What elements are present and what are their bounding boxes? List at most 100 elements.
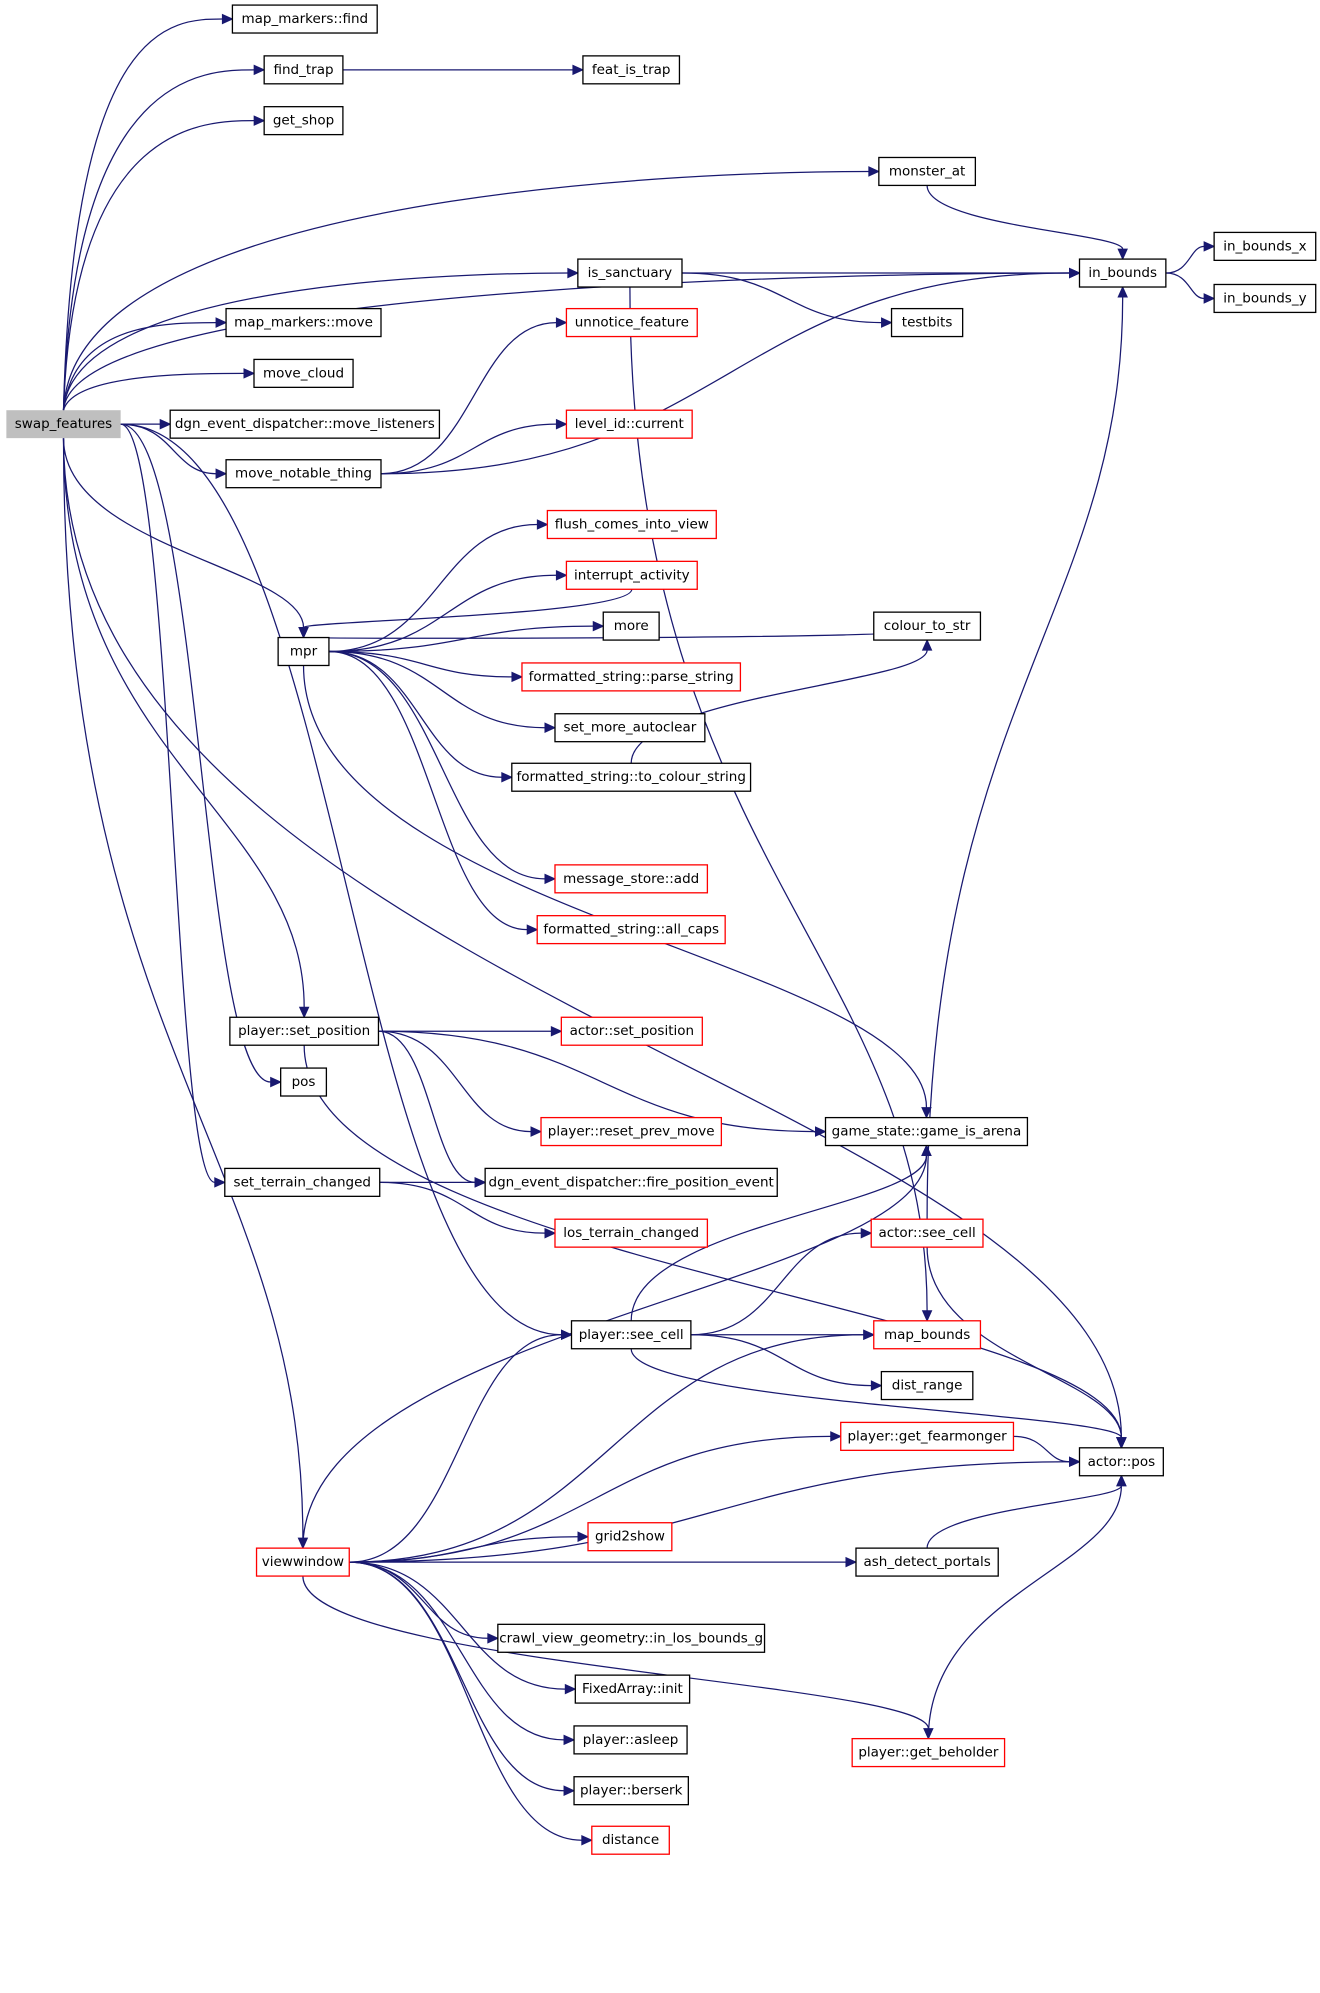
node-pos[interactable]: pos	[280, 1067, 328, 1097]
node-monster_at[interactable]: monster_at	[878, 156, 977, 187]
node-player_see_cell[interactable]: player::see_cell	[570, 1320, 692, 1350]
node-is_sanctuary[interactable]: is_sanctuary	[577, 258, 683, 288]
node-set_more_autoclear[interactable]: set_more_autoclear	[554, 713, 706, 743]
node-label: in_bounds_y	[1223, 290, 1306, 306]
node-reset_prev_move[interactable]: player::reset_prev_move	[540, 1116, 723, 1147]
edge-player_see_cell-to-actor_see_cell	[690, 1227, 873, 1336]
edge-mpr-to-interrupt_activity	[328, 570, 568, 653]
node-box	[570, 1320, 692, 1350]
edge-viewwindow-to-get_beholder	[302, 1576, 934, 1740]
node-actor_pos[interactable]: actor::pos	[1078, 1447, 1164, 1477]
node-box	[263, 55, 344, 85]
node-testbits[interactable]: testbits	[890, 307, 964, 338]
node-get_fearmonger[interactable]: player::get_fearmonger	[840, 1421, 1015, 1451]
node-label: feat_is_trap	[592, 62, 671, 78]
edge-get_beholder-to-actor_pos	[927, 1474, 1127, 1739]
node-ash_detect_portals[interactable]: ash_detect_portals	[855, 1547, 999, 1577]
node-map_markers_find[interactable]: map_markers::find	[231, 4, 378, 34]
node-swap_features[interactable]: swap_features	[6, 410, 121, 439]
node-interrupt_activity[interactable]: interrupt_activity	[565, 560, 698, 590]
node-box	[560, 1016, 703, 1046]
node-actor_set_position[interactable]: actor::set_position	[560, 1016, 703, 1046]
node-box	[565, 560, 698, 590]
node-box	[873, 1320, 982, 1350]
edge-player_set_position-to-fire_position_event	[378, 1030, 487, 1188]
node-mpr[interactable]: mpr	[277, 636, 330, 667]
node-flush_comes_into_view[interactable]: flush_comes_into_view	[546, 509, 717, 540]
node-find_trap[interactable]: find_trap	[263, 55, 344, 85]
edge-mpr-to-parse_string	[328, 650, 524, 683]
edge-swap_features-to-viewwindow	[62, 438, 309, 1550]
node-dist_range[interactable]: dist_range	[880, 1370, 974, 1401]
node-in_los_bounds_g[interactable]: crawl_view_geometry::in_los_bounds_g	[497, 1623, 766, 1653]
node-label: level_id::current	[575, 416, 684, 432]
node-label: dist_range	[892, 1378, 963, 1394]
node-in_bounds[interactable]: in_bounds	[1078, 258, 1167, 288]
node-game_is_arena[interactable]: game_state::game_is_arena	[824, 1116, 1029, 1147]
node-label: pos	[292, 1074, 316, 1090]
node-message_store_add[interactable]: message_store::add	[554, 864, 709, 894]
node-grid2show[interactable]: grid2show	[587, 1522, 673, 1552]
node-box	[577, 258, 683, 288]
edge-swap_features-to-map_markers_find	[62, 13, 234, 411]
node-map_markers_move[interactable]: map_markers::move	[225, 307, 382, 338]
node-more[interactable]: more	[602, 611, 660, 641]
node-feat_is_trap[interactable]: feat_is_trap	[582, 55, 681, 85]
node-all_caps[interactable]: formatted_string::all_caps	[536, 915, 726, 945]
edge-mpr-to-set_more_autoclear	[328, 650, 557, 733]
node-box	[565, 409, 693, 439]
node-label: move_notable_thing	[235, 466, 372, 482]
edge-swap_features-to-get_shop	[62, 115, 266, 411]
edge-swap_features-to-pos	[120, 423, 282, 1088]
node-box	[587, 1522, 673, 1552]
node-get_shop[interactable]: get_shop	[263, 106, 344, 136]
node-box	[573, 1776, 689, 1806]
node-label: dgn_event_dispatcher::move_listeners	[175, 416, 435, 432]
node-map_bounds[interactable]: map_bounds	[873, 1320, 982, 1350]
node-viewwindow[interactable]: viewwindow	[255, 1547, 350, 1577]
node-label: player::see_cell	[579, 1327, 684, 1343]
node-in_bounds_y[interactable]: in_bounds_y	[1213, 283, 1317, 314]
node-box	[536, 915, 726, 945]
node-player_berserk[interactable]: player::berserk	[573, 1776, 689, 1806]
node-box	[225, 459, 382, 489]
edge-swap_features-to-map_markers_move	[62, 317, 228, 411]
node-set_terrain_changed[interactable]: set_terrain_changed	[224, 1167, 381, 1197]
node-label: player::asleep	[583, 1732, 679, 1748]
edge-swap_features-to-in_bounds	[62, 267, 1081, 411]
node-unnotice_feature[interactable]: unnotice_feature	[565, 307, 698, 338]
node-fire_position_event[interactable]: dgn_event_dispatcher::fire_position_even…	[484, 1167, 778, 1197]
node-label: mpr	[290, 644, 318, 660]
node-box	[554, 713, 706, 743]
node-move_notable_thing[interactable]: move_notable_thing	[225, 459, 382, 489]
node-los_terrain_changed[interactable]: los_terrain_changed	[554, 1218, 709, 1248]
node-level_id_current[interactable]: level_id::current	[565, 409, 693, 439]
edge-swap_features-to-player_see_cell	[120, 423, 573, 1341]
node-label: FixedArray::init	[582, 1681, 683, 1697]
edge-player_see_cell-to-dist_range	[690, 1334, 883, 1391]
node-actor_see_cell[interactable]: actor::see_cell	[870, 1218, 984, 1248]
node-move_listeners[interactable]: dgn_event_dispatcher::move_listeners	[169, 409, 441, 439]
edge-actor_see_cell-to-in_bounds	[926, 285, 1128, 1220]
edge-move_notable_thing-to-level_id_current	[380, 418, 568, 475]
node-move_cloud[interactable]: move_cloud	[253, 358, 354, 389]
node-fixedarray_init[interactable]: FixedArray::init	[574, 1674, 691, 1704]
node-label: map_markers::move	[234, 315, 373, 331]
node-label: los_terrain_changed	[563, 1225, 699, 1241]
node-get_beholder[interactable]: player::get_beholder	[851, 1737, 1006, 1768]
node-box	[880, 1370, 974, 1401]
node-distance[interactable]: distance	[591, 1825, 670, 1855]
node-player_asleep[interactable]: player::asleep	[573, 1725, 688, 1755]
edge-move_notable_thing-to-in_bounds	[380, 267, 1081, 475]
node-player_set_position[interactable]: player::set_position	[229, 1016, 380, 1046]
node-box	[280, 1067, 328, 1097]
edge-find_trap-to-feat_is_trap	[342, 64, 585, 76]
node-label: formatted_string::parse_string	[529, 669, 734, 685]
node-colour_to_str[interactable]: colour_to_str	[873, 611, 982, 641]
node-label: testbits	[902, 315, 953, 331]
node-to_colour_string[interactable]: formatted_string::to_colour_string	[511, 762, 752, 792]
node-parse_string[interactable]: formatted_string::parse_string	[521, 662, 742, 692]
node-box	[851, 1737, 1006, 1768]
node-label: distance	[602, 1832, 659, 1848]
node-in_bounds_x[interactable]: in_bounds_x	[1213, 231, 1317, 262]
